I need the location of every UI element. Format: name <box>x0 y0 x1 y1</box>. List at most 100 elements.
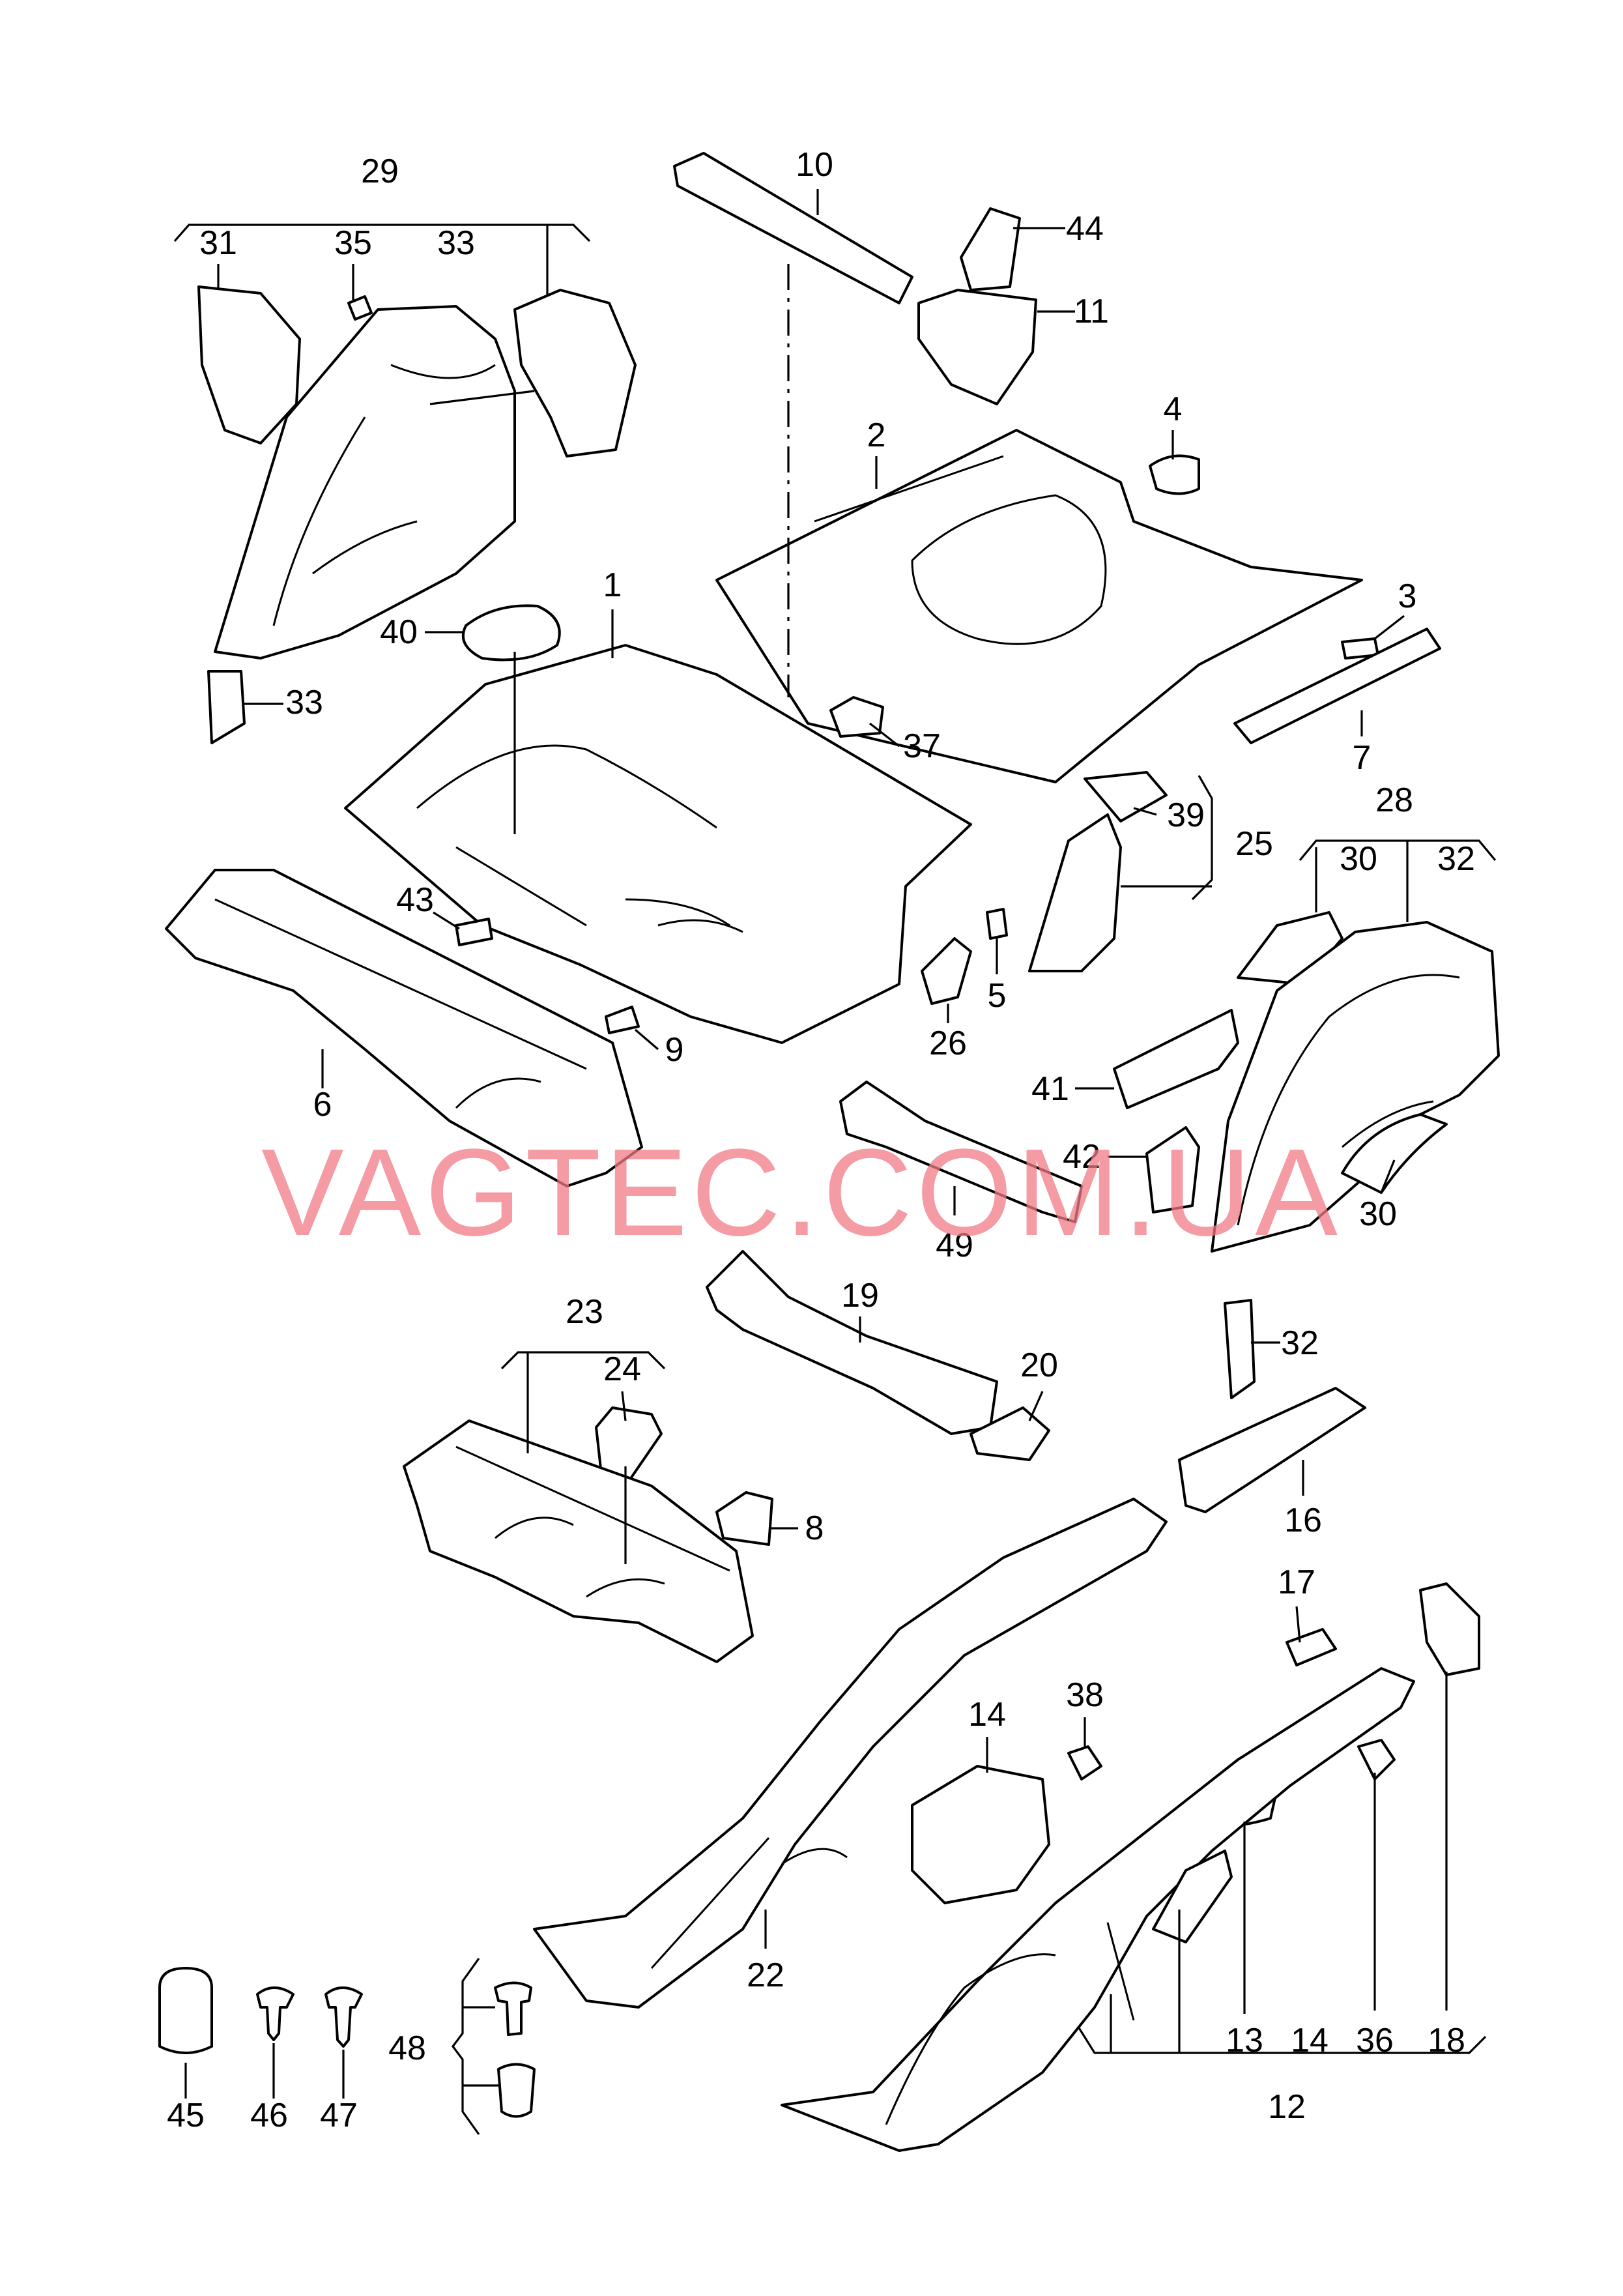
detail-23 <box>455 1446 730 1598</box>
callout-12: 12 <box>1268 2088 1306 2126</box>
callout-5: 5 <box>988 977 1007 1015</box>
callout-37: 37 <box>903 727 941 765</box>
callout-26: 26 <box>929 1024 967 1062</box>
callout-2: 2 <box>867 416 886 454</box>
callout-25: 25 <box>1235 825 1273 863</box>
leader-30-bottom <box>1380 1159 1396 1193</box>
leader-24 <box>621 1391 627 1421</box>
part-23 <box>403 1419 754 1663</box>
part-18 <box>1419 1582 1480 1676</box>
part-46 <box>256 1986 294 2041</box>
part-16 <box>1178 1387 1366 1513</box>
callout-42: 42 <box>1063 1138 1100 1176</box>
callout-33-lower: 33 <box>285 684 323 721</box>
callout-45: 45 <box>167 2097 205 2134</box>
callout-38: 38 <box>1066 1676 1104 1714</box>
callout-18: 18 <box>1428 2022 1465 2059</box>
part-30-bottom <box>1341 1113 1448 1194</box>
callout-17: 17 <box>1278 1563 1315 1601</box>
detail-12 <box>885 1922 1135 2125</box>
part-11 <box>917 289 1037 405</box>
part-47 <box>324 1986 363 2048</box>
part-36 <box>1357 1739 1396 1780</box>
callout-24: 24 <box>603 1350 641 1388</box>
part-9 <box>605 1006 640 1034</box>
leader-17 <box>1295 1606 1301 1643</box>
part-22 <box>533 1498 1168 2009</box>
part-2 <box>715 429 1363 783</box>
leader-33-a <box>429 390 535 405</box>
callout-22: 22 <box>747 1956 784 1994</box>
callout-40: 40 <box>380 613 418 651</box>
callout-31: 31 <box>199 224 237 262</box>
part-40 <box>462 604 561 661</box>
callout-8: 8 <box>805 1509 824 1547</box>
callout-11: 11 <box>1074 293 1109 330</box>
callout-33-top: 33 <box>437 224 475 262</box>
part-45 <box>158 1967 213 2054</box>
part-37 <box>829 696 884 738</box>
part-48-nut <box>497 2063 536 2118</box>
callout-44: 44 <box>1066 210 1104 248</box>
part-7 <box>1233 628 1441 744</box>
callout-7: 7 <box>1353 739 1372 777</box>
leader-9 <box>634 1028 659 1051</box>
detail-29 <box>272 364 496 626</box>
part-26 <box>921 937 972 1005</box>
callout-35: 35 <box>334 224 372 262</box>
part-10 <box>673 152 913 304</box>
part-43 <box>455 918 493 946</box>
part-39 <box>1084 771 1168 822</box>
part-6 <box>165 869 643 1187</box>
leader-39 <box>1133 807 1157 816</box>
part-4 <box>1149 454 1200 495</box>
callout-10: 10 <box>796 146 833 184</box>
callout-48: 48 <box>388 2029 426 2067</box>
part-42 <box>1145 1126 1200 1213</box>
part-25 <box>1028 813 1122 972</box>
part-48-bolt <box>494 1981 532 2036</box>
callout-19: 19 <box>841 1277 879 1315</box>
part-41 <box>1113 1009 1239 1109</box>
bracket-28 <box>1299 839 1497 862</box>
part-38 <box>1067 1745 1102 1780</box>
callout-49: 49 <box>936 1227 973 1264</box>
detail-2 <box>814 455 1107 645</box>
callout-20: 20 <box>1020 1346 1058 1384</box>
callout-16: 16 <box>1284 1502 1322 1539</box>
part-35 <box>347 295 373 321</box>
callout-32-lower: 32 <box>1281 1324 1319 1362</box>
bracket-29 <box>173 224 591 242</box>
part-12 <box>781 1667 1415 2152</box>
leader-3 <box>1374 615 1405 640</box>
watermark: VAGTEC.COM.UA <box>261 1124 1342 1262</box>
callout-3: 3 <box>1398 577 1417 615</box>
callout-28: 28 <box>1375 781 1413 819</box>
callout-13: 13 <box>1226 2022 1263 2059</box>
callout-36: 36 <box>1356 2022 1394 2059</box>
leader-20 <box>1028 1391 1044 1421</box>
callout-29: 29 <box>361 153 399 190</box>
part-17 <box>1285 1628 1337 1666</box>
callout-43: 43 <box>396 881 434 919</box>
detail-22 <box>650 1837 848 1969</box>
part-33-lower <box>207 670 246 744</box>
callout-30-bottom: 30 <box>1359 1195 1397 1233</box>
callout-14-lower: 14 <box>1291 2022 1329 2059</box>
bracket-25 <box>1191 775 1213 901</box>
callout-23: 23 <box>566 1293 603 1331</box>
callout-30-top: 30 <box>1340 840 1377 878</box>
callout-14-upper: 14 <box>968 1696 1006 1734</box>
callout-41: 41 <box>1031 1070 1069 1108</box>
callout-32-top: 32 <box>1437 840 1475 878</box>
part-14-lower <box>1152 1850 1233 1943</box>
leader-43 <box>433 911 460 930</box>
part-49 <box>839 1081 1083 1223</box>
detail-1 <box>416 744 743 933</box>
callout-9: 9 <box>665 1031 684 1069</box>
bracket-12 <box>1077 2026 1487 2054</box>
part-shapes <box>158 152 1500 2152</box>
callout-39: 39 <box>1167 796 1205 834</box>
detail-28 <box>1237 974 1460 1226</box>
